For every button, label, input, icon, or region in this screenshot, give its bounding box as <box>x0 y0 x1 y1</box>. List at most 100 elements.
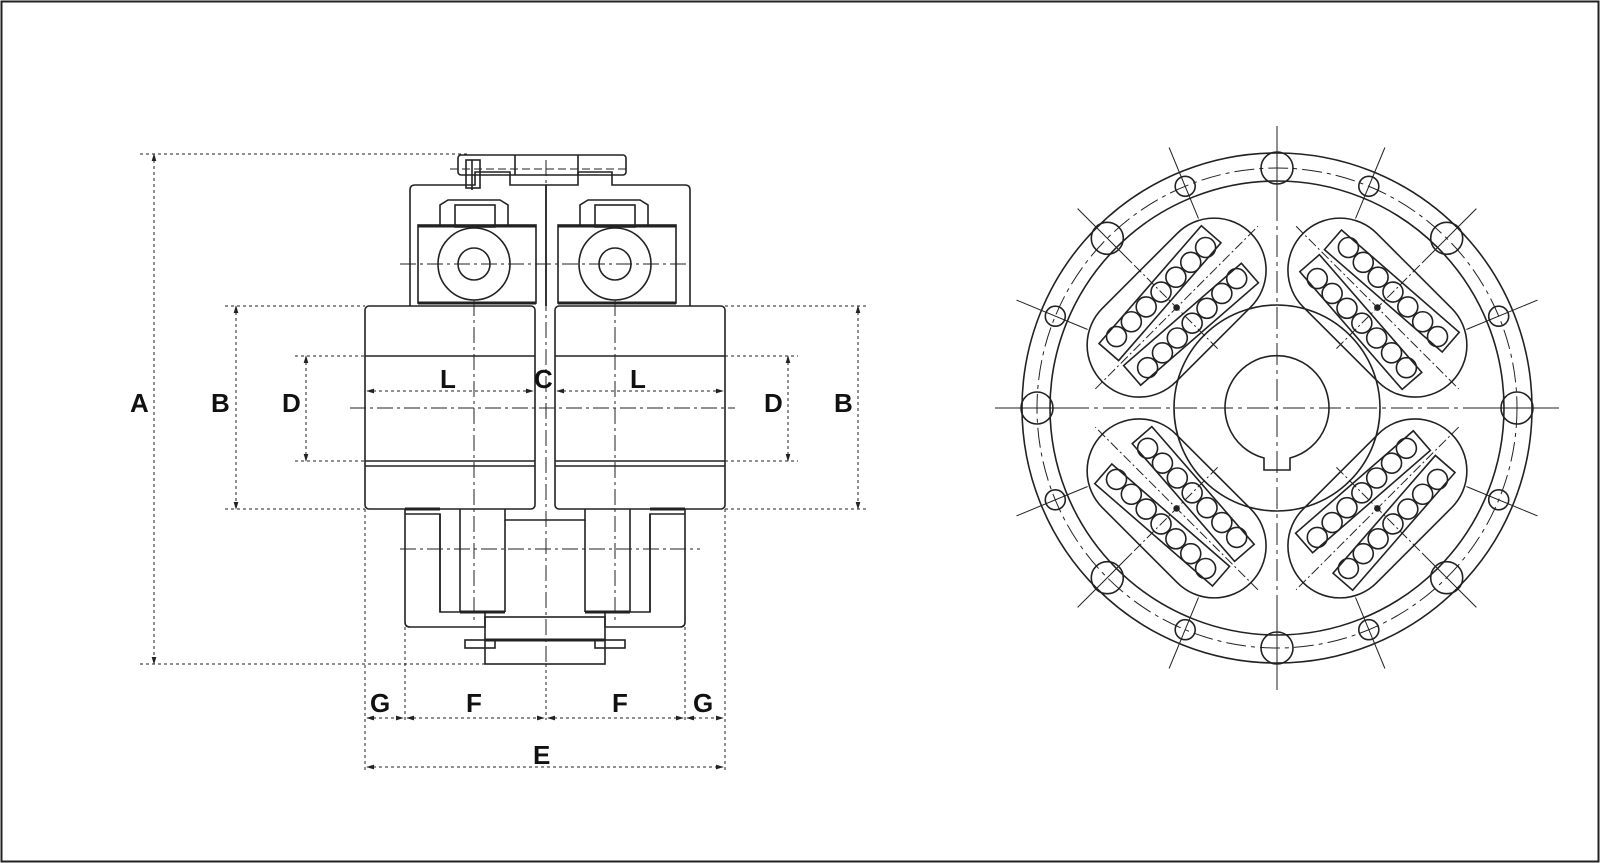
pocket-center-dot <box>1173 304 1180 311</box>
bolt-hole <box>1090 560 1125 595</box>
roller-cage <box>1097 224 1223 362</box>
roller <box>1211 282 1233 305</box>
bolt-hole-centerline <box>1016 299 1088 330</box>
roller <box>1225 267 1248 290</box>
roller <box>1395 437 1418 460</box>
roller <box>1306 526 1329 549</box>
roller <box>1135 498 1157 520</box>
roller <box>1196 496 1218 519</box>
label-d-left: D <box>282 388 301 418</box>
label-g-left: G <box>370 688 390 718</box>
roller <box>1194 236 1217 259</box>
bolt-hole-centerline <box>1168 147 1199 219</box>
bolt-hole-centerline <box>1421 552 1477 608</box>
roller-cage <box>1122 262 1260 387</box>
roller <box>1225 526 1248 549</box>
label-d-right: D <box>764 388 783 418</box>
bolt-hole <box>1487 488 1510 511</box>
dimension-lines <box>140 153 868 773</box>
bolt-hole-centerline <box>1077 208 1133 264</box>
roller <box>1120 483 1143 506</box>
roller <box>1179 542 1202 565</box>
bolt-hole <box>1429 560 1464 595</box>
roller <box>1194 557 1217 580</box>
roller <box>1151 452 1174 474</box>
bolt-hole <box>1044 488 1067 511</box>
label-a: A <box>130 388 149 418</box>
roller <box>1367 266 1389 288</box>
roller <box>1352 251 1375 274</box>
label-l-right: L <box>630 364 646 394</box>
side-view <box>350 154 735 665</box>
bore-keyway <box>1224 354 1330 471</box>
roller-cage <box>1294 429 1432 554</box>
bolt-hole <box>1429 221 1464 256</box>
roller <box>1105 468 1128 491</box>
roller-cage <box>1323 228 1461 354</box>
label-g-right: G <box>693 688 713 718</box>
bolt-hole <box>1174 175 1196 198</box>
bolt-hole-centerline <box>1016 486 1088 517</box>
lower-housing <box>404 509 486 628</box>
roller <box>1337 236 1360 259</box>
bolt-hole <box>1358 618 1380 641</box>
roller <box>1365 327 1388 349</box>
roller <box>1395 356 1418 379</box>
label-b-left: B <box>211 388 230 418</box>
label-b-right: B <box>834 388 853 418</box>
roller-cage <box>1298 253 1423 391</box>
roller <box>1105 325 1128 348</box>
roller <box>1352 542 1375 565</box>
flange-bolt-holes <box>995 126 1559 690</box>
label-f-right: F <box>612 688 628 718</box>
roller <box>1380 452 1403 474</box>
pocket-center-dot <box>1374 505 1381 512</box>
roller <box>1397 498 1419 520</box>
pin-pocket <box>1086 418 1267 599</box>
roller <box>1165 266 1187 288</box>
roller <box>1306 267 1329 290</box>
roller <box>1411 483 1434 506</box>
roller <box>1151 342 1174 364</box>
bolt-hole-centerline <box>1421 208 1477 264</box>
pin-pocket <box>1287 217 1468 398</box>
roller <box>1136 437 1159 460</box>
label-e: E <box>533 740 550 770</box>
roller <box>1321 282 1343 305</box>
roller <box>1365 467 1388 489</box>
roller <box>1336 297 1358 320</box>
roller <box>1166 467 1189 489</box>
bolt-hole-centerline <box>1168 597 1199 669</box>
bolt-hole-centerline <box>1466 486 1538 517</box>
roller <box>1211 511 1233 534</box>
dimension-labels: A B D L C L D B G F F G E <box>130 364 853 770</box>
bolt-hole <box>1090 221 1125 256</box>
roller <box>1196 297 1218 320</box>
pin-pocket <box>1287 418 1468 599</box>
bolt-hole-centerline <box>1355 147 1386 219</box>
bolt-hole-centerline <box>1466 299 1538 330</box>
bolt-hole-centerline <box>1077 552 1133 608</box>
roller <box>1337 557 1360 580</box>
roller <box>1426 468 1449 491</box>
front-view <box>995 126 1560 690</box>
roller <box>1426 325 1449 348</box>
right-hub <box>554 305 726 510</box>
label-f-left: F <box>466 688 482 718</box>
bolt-hole <box>1358 175 1380 198</box>
bolt-hole-centerline <box>1355 597 1386 669</box>
roller <box>1411 310 1434 333</box>
hub-outer <box>1173 304 1381 512</box>
roller <box>1166 327 1189 349</box>
roller <box>1165 528 1187 550</box>
label-l-left: L <box>440 364 456 394</box>
top-link-plate <box>457 154 627 176</box>
left-hub <box>364 305 536 510</box>
pocket-center-dot <box>1173 505 1180 512</box>
roller <box>1321 511 1343 534</box>
pin-pocket <box>1086 217 1267 398</box>
roller <box>1367 528 1389 550</box>
roller <box>1120 310 1143 333</box>
